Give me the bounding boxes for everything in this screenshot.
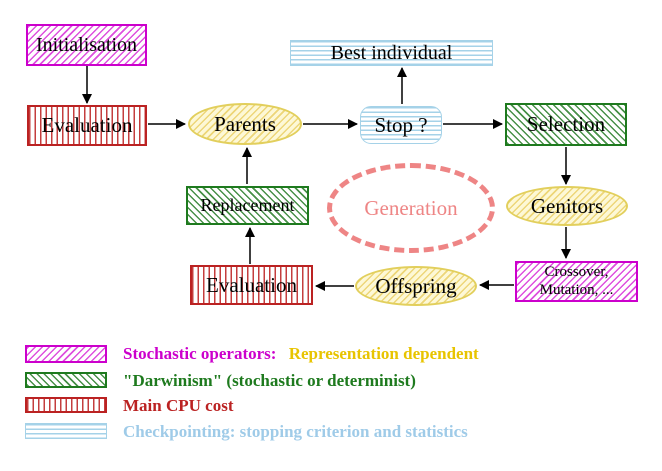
node-offspring: Offspring [355, 266, 477, 306]
node-initialisation-label: Initialisation [35, 33, 138, 56]
node-evaluation-top-label: Evaluation [41, 113, 133, 138]
node-parents-label: Parents [214, 111, 276, 136]
node-evaluation-bottom: Evaluation [190, 265, 313, 305]
node-best-individual: Best individual [290, 40, 493, 66]
node-crossover-label-line1: Crossover, [544, 264, 609, 281]
legend-text-stochastic-operators: Stochastic operators: [123, 344, 277, 363]
legend-label-stochastic-operators: Stochastic operators: Representation dep… [123, 344, 479, 364]
node-evaluation-top: Evaluation [27, 105, 147, 146]
node-crossover-mutation: Crossover, Mutation, ... [515, 261, 638, 302]
node-offspring-label: Offspring [375, 273, 457, 298]
legend-label-darwinism: "Darwinism" (stochastic or determinist) [123, 371, 416, 390]
node-replacement-label: Replacement [200, 195, 295, 216]
node-replacement: Replacement [186, 186, 309, 225]
node-genitors: Genitors [506, 186, 628, 226]
node-parents: Parents [188, 103, 302, 145]
node-crossover-label-line2: Mutation, ... [539, 281, 614, 298]
node-genitors-label: Genitors [530, 193, 604, 218]
node-evaluation-bottom-label: Evaluation [206, 272, 297, 297]
node-selection-label: Selection [526, 112, 606, 137]
legend-text-representation-dependent: Representation dependent [288, 344, 479, 363]
node-best-individual-label: Best individual [330, 41, 453, 64]
legend-swatch-checkpointing [25, 423, 107, 439]
node-generation: Generation [327, 163, 495, 253]
legend-swatch-main-cpu-cost [25, 397, 107, 413]
legend-label-checkpointing: Checkpointing: stopping criterion and st… [123, 422, 468, 441]
node-selection: Selection [505, 103, 627, 146]
legend-swatch-darwinism [25, 372, 107, 388]
node-stop: Stop ? [360, 106, 442, 144]
legend-label-main-cpu-cost: Main CPU cost [123, 396, 234, 415]
node-stop-label: Stop ? [374, 112, 428, 137]
node-generation-label: Generation [364, 195, 458, 220]
legend-swatch-stochastic-operators [25, 345, 107, 363]
node-initialisation: Initialisation [26, 24, 147, 66]
